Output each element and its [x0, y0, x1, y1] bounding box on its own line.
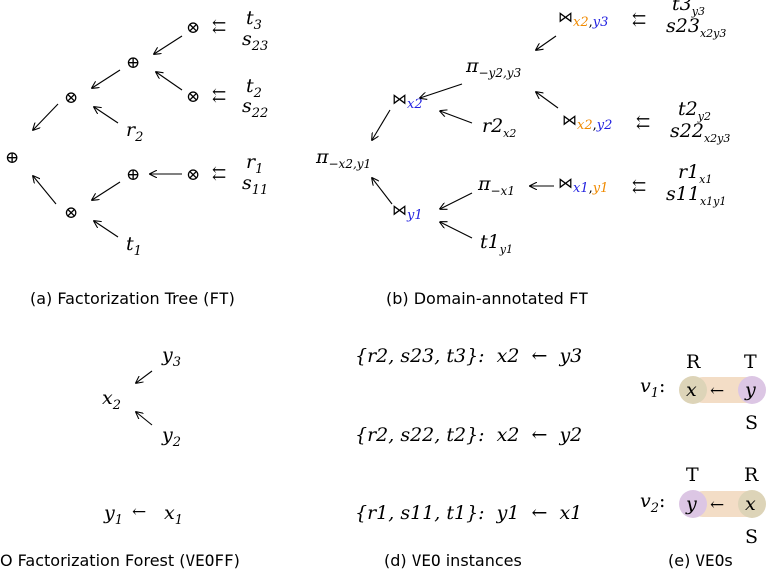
- caption-e: (e) VEOs: [668, 551, 733, 570]
- b-root-projection: π−x2,y1: [315, 146, 371, 171]
- a-root-oplus: ⊕: [5, 148, 19, 168]
- b-leaf-t1: t1y1: [480, 231, 513, 256]
- b-edge: [536, 92, 559, 109]
- b-edge: [536, 35, 557, 50]
- c-node-y2: y2: [161, 424, 181, 450]
- panel-e-veos: R T v1: x ← y S T R v2: y ← x S (e) VEOs: [640, 351, 766, 570]
- b-edge: [440, 222, 473, 239]
- b-join-x1-y1: ⋈x1,y1: [558, 174, 608, 196]
- caption-a: (a) Factorization Tree (FT): [30, 289, 235, 308]
- e-v1-name: v1:: [640, 375, 665, 401]
- a-upper-otimes: ⊗: [64, 88, 78, 108]
- a-edge: [156, 72, 183, 91]
- e-v1-y-pill: [738, 376, 766, 404]
- c-edge: [136, 412, 153, 426]
- e-v1-label-S: S: [745, 412, 758, 434]
- b-edge: [420, 83, 463, 98]
- a-edge: [33, 103, 59, 130]
- b-leaf-t3: t3y3: [672, 0, 705, 18]
- a-leaf-t1: t1: [126, 233, 142, 259]
- a-double-arrow: ⇇: [212, 86, 226, 106]
- c-edge: [136, 370, 153, 383]
- e-v1-x-pill: [679, 376, 707, 404]
- c-node-x1: x1: [164, 502, 183, 528]
- a-leaf-r1: r1: [246, 151, 263, 177]
- e-v2-arrow: ←: [710, 495, 724, 515]
- e-v2-label-S: S: [745, 526, 758, 548]
- panel-c-veo-forest: y3 x2 y2 y1 ← x1 O Factorization Forest …: [0, 344, 240, 570]
- a-lower-otimes: ⊗: [64, 203, 78, 223]
- b-edge: [440, 192, 473, 209]
- b-double-arrow: ⇇: [632, 177, 646, 197]
- b-leaf-s22: s22x2y3: [670, 120, 730, 145]
- b-double-arrow: ⇇: [636, 113, 650, 133]
- c-node-y1: y1: [103, 502, 123, 528]
- a-leaf-t2: t2: [246, 75, 262, 101]
- a-edge: [92, 181, 121, 200]
- a-leaf-s11: s11: [242, 172, 268, 198]
- a-edge: [94, 221, 119, 238]
- e-v1-label-T: T: [744, 351, 757, 373]
- e-v2-name: v2:: [640, 490, 665, 516]
- a-edge: [94, 107, 119, 124]
- a-top-oplus: ⊕: [126, 53, 140, 73]
- e-v1-label-R: R: [686, 351, 701, 373]
- b-leaf-t2: t2y2: [678, 98, 711, 123]
- c-node-y3: y3: [161, 344, 181, 370]
- e-v1-left: x: [686, 379, 697, 401]
- a-low-otimes: ⊗: [186, 165, 200, 185]
- a-top-otimes: ⊗: [186, 18, 200, 38]
- b-projection-upper: π−y2,y3: [465, 55, 522, 80]
- b-edge: [440, 111, 473, 124]
- panel-a-factorization-tree: ⊕ ⊗ ⊕ ⊗ ⊗ ⊗ ⊕ ⊗ ⇇ ⇇ ⇇ t3 s23 r2 t2 s22 r…: [5, 7, 268, 308]
- e-v1-arrow: ←: [710, 381, 724, 401]
- b-leaf-r2: r2x2: [482, 115, 516, 140]
- b-leaf-r1: r1x1: [678, 161, 712, 186]
- d-instance-row-3: {r1, s11, t1}: y1 ← x1: [355, 502, 582, 524]
- b-projection-lower: π−x1: [477, 173, 515, 198]
- b-join-x2-y2: ⋈x2,y2: [562, 111, 612, 133]
- panel-b-domain-annotated-ft: π−x2,y1 ⋈x2 ⋈y1 π−y2,y3 π−x1 ⋈x2,y3 ⋈x2,…: [315, 0, 730, 308]
- a-leaf-s23: s23: [242, 28, 268, 54]
- b-join-y1: ⋈y1: [392, 201, 423, 223]
- a-edge: [33, 176, 57, 205]
- b-leaf-s11: s11x1y1: [666, 183, 726, 208]
- caption-b: (b) Domain-annotated FT: [386, 289, 589, 308]
- e-v1-right: y: [744, 379, 756, 401]
- e-v2-x-pill: [738, 490, 766, 518]
- panel-d-veo-instances: {r2, s23, t3}: x2 ← y3 {r2, s22, t2}: x2…: [355, 345, 582, 570]
- a-double-arrow: ⇇: [212, 17, 226, 37]
- b-join-x2: ⋈x2: [392, 90, 423, 112]
- e-v2-y-pill: [679, 490, 707, 518]
- b-edge: [372, 109, 391, 140]
- e-v2-label-T: T: [686, 464, 699, 486]
- a-low-oplus: ⊕: [126, 165, 140, 185]
- e-v2-label-R: R: [744, 464, 759, 486]
- a-leaf-r2: r2: [126, 119, 143, 145]
- c-node-x2: x2: [102, 387, 121, 413]
- a-mid-otimes: ⊗: [186, 87, 200, 107]
- e-v2-right: x: [745, 493, 756, 515]
- a-edge: [154, 35, 183, 54]
- a-edge: [92, 69, 121, 88]
- d-instance-row-2: {r2, s22, t2}: x2 ← y2: [355, 424, 582, 446]
- a-leaf-s22: s22: [242, 95, 268, 121]
- b-edge: [372, 178, 393, 205]
- caption-c: O Factorization Forest (VEOFF): [0, 551, 240, 570]
- b-join-x2-y3: ⋈x2,y3: [558, 8, 608, 30]
- a-leaf-t3: t3: [246, 7, 262, 33]
- e-v2-left: y: [685, 493, 697, 515]
- c-left-arrow: ←: [132, 502, 146, 522]
- b-double-arrow: ⇇: [632, 10, 646, 30]
- d-instance-row-1: {r2, s23, t3}: x2 ← y3: [355, 345, 582, 367]
- a-double-arrow: ⇇: [212, 164, 226, 184]
- caption-d: (d) VEO instances: [384, 551, 522, 570]
- b-leaf-s23: s23x2y3: [666, 15, 726, 40]
